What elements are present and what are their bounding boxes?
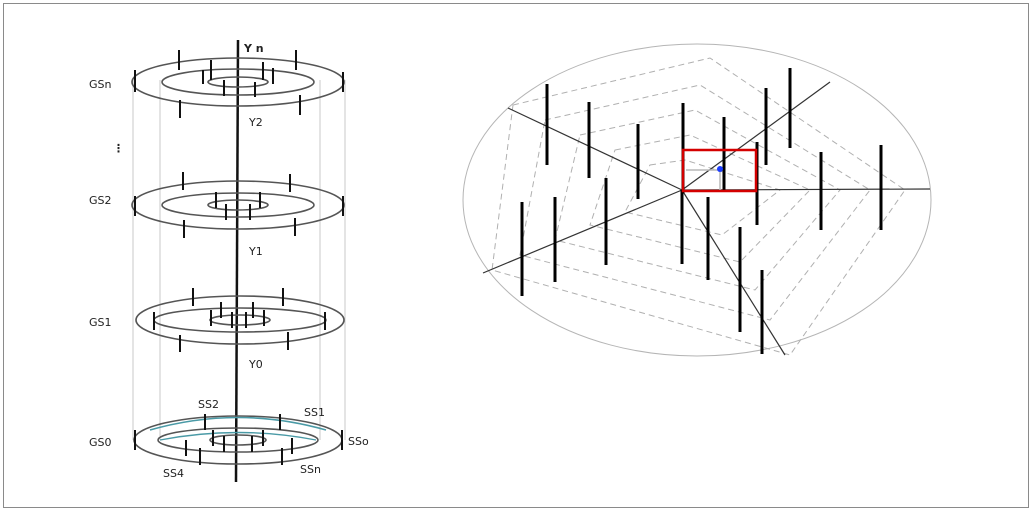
- vertical-ellipsis: ⋮: [113, 142, 124, 155]
- level-label-gsn: GSn: [89, 78, 112, 91]
- level-label-gs0: GS0: [89, 436, 112, 449]
- central-axis: [234, 39, 240, 483]
- ring-ticks-gs0: [134, 414, 343, 465]
- teal-arc-top: [149, 416, 327, 431]
- label-ss2: SS2: [198, 398, 219, 411]
- level-label-gs2: GS2: [89, 194, 112, 207]
- axis-label-y2: Y2: [248, 116, 263, 129]
- left-stack-diagram: Y n GSn Y2 ⋮ GS2 Y1 GS1 Y0 GS0 SS2 SS1 S…: [89, 39, 369, 483]
- outer-ellipse: [462, 43, 932, 357]
- ring-ticks-gs1: [153, 288, 326, 352]
- label-sso: SSo: [348, 435, 369, 448]
- level-label-gs1: GS1: [89, 316, 112, 329]
- axis-top-label: Y n: [243, 42, 264, 55]
- ring-ticks-gsn: [134, 50, 344, 118]
- vertical-guides: [132, 80, 346, 440]
- axis-label-y0: Y0: [248, 358, 263, 371]
- highlight-inner-guides: [686, 169, 721, 190]
- dashed-guides: [491, 57, 906, 356]
- label-ss4: SS4: [163, 467, 184, 480]
- label-ssn: SSn: [300, 463, 321, 476]
- highlight-cell: [681, 148, 758, 193]
- ring-level-gs1: [135, 295, 345, 345]
- ring-level-gs0: [133, 415, 343, 465]
- ring-ticks-gs2: [134, 172, 344, 238]
- highlight-point: [717, 166, 723, 172]
- vertical-bars: [520, 68, 883, 354]
- label-ss1: SS1: [304, 406, 325, 419]
- axis-label-y1: Y1: [248, 245, 263, 258]
- teal-arc-inner: [159, 431, 317, 441]
- right-perspective-diagram: [462, 43, 932, 357]
